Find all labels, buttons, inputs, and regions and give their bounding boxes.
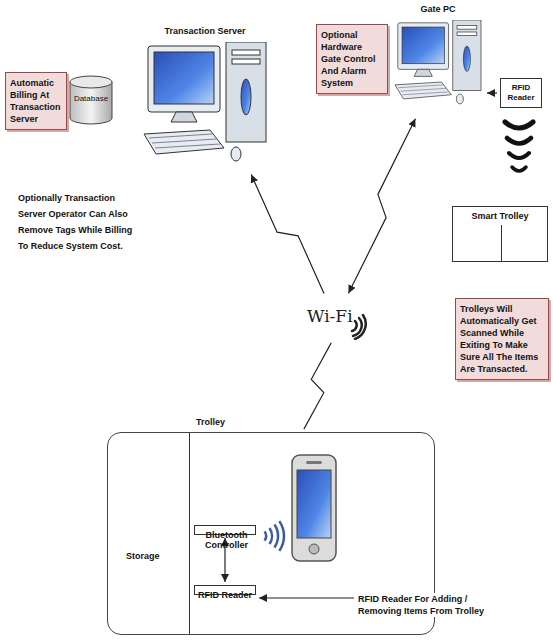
bluetooth-waves <box>265 521 284 551</box>
note-text: RFID Reader For Adding / Removing Items … <box>358 593 508 617</box>
illustration-part <box>144 130 224 154</box>
illustration-part <box>232 50 260 55</box>
illustration-part <box>279 521 284 551</box>
node-text: Bluetooth Controller <box>198 530 255 550</box>
wireless-link <box>304 343 331 429</box>
illustration-part <box>171 112 197 122</box>
node-text: Automatic Billing At Transaction Server <box>10 77 62 125</box>
server-computer: Transaction Server <box>140 26 270 172</box>
note-box: Optional Hardware Gate Control And Alarm… <box>316 24 388 94</box>
rfid-reader-box: RFID Reader <box>194 585 256 595</box>
illustration-part <box>352 321 357 331</box>
illustration-part <box>512 167 526 171</box>
database: Database <box>68 74 114 126</box>
illustration-part <box>292 455 336 561</box>
illustration-part <box>148 46 220 112</box>
node-text: RFID Reader <box>198 590 252 600</box>
illustration-part <box>149 134 220 148</box>
illustration-part <box>457 26 477 30</box>
illustration-part <box>453 20 481 90</box>
illustration-part <box>507 138 531 144</box>
illustration-part <box>231 147 241 161</box>
wifi-hub: Wi-Fi <box>306 296 372 340</box>
illustration-part <box>399 85 449 95</box>
illustration-part <box>226 42 266 142</box>
illustration-part <box>457 32 477 36</box>
rfid-waves <box>505 122 533 171</box>
node-text: Database <box>68 74 114 103</box>
illustration-part <box>306 461 322 464</box>
illustration-part <box>414 69 432 76</box>
node-text: Wi-Fi <box>306 296 372 326</box>
node-text: Trolleys Will Automatically Get Scanned … <box>460 303 544 375</box>
node-text: Transaction Server <box>140 26 270 36</box>
leader-arrow <box>259 598 354 599</box>
illustration-part <box>402 27 444 64</box>
illustration-part <box>309 544 319 554</box>
rfid-reader-box: RFID Reader <box>500 78 542 108</box>
node-text: Optional Hardware Gate Control And Alarm… <box>321 29 383 89</box>
illustration-part <box>355 315 366 339</box>
illustration-part <box>398 23 449 70</box>
gate-computer: Gate PC <box>392 4 484 116</box>
illustration-part <box>154 52 214 104</box>
divider-line <box>501 225 502 261</box>
node-text: Gate PC <box>392 4 484 14</box>
bluetooth-controller-box: Bluetooth Controller <box>194 525 256 535</box>
computer-illustration <box>140 42 270 164</box>
illustration-part <box>353 318 362 336</box>
note-box: Trolleys Will Automatically Get Scanned … <box>455 298 549 380</box>
node-text: Storage <box>126 551 160 561</box>
illustration-part <box>395 82 451 99</box>
illustration-part <box>509 153 529 158</box>
smartphone <box>292 455 336 561</box>
smart-trolley-box: Smart Trolley <box>452 206 548 262</box>
illustration-part <box>265 531 266 540</box>
computer-illustration <box>392 20 484 106</box>
illustration-part <box>505 122 533 128</box>
wireless-link <box>349 119 416 293</box>
note-box: Automatic Billing At Transaction Server <box>5 72 67 130</box>
illustration-part <box>297 470 331 538</box>
illustration-part <box>241 79 251 115</box>
wireless-link <box>251 175 324 294</box>
divider-line <box>189 433 190 634</box>
illustration-part <box>232 59 260 64</box>
cable-arrow <box>487 92 497 93</box>
illustration-part <box>456 94 463 104</box>
illustration-part <box>70 76 112 88</box>
illustration-part <box>274 525 278 548</box>
illustration-part <box>352 315 366 339</box>
node-text: RFID Reader <box>504 83 538 103</box>
illustration-part <box>270 528 273 544</box>
note-text: Optionally Transaction Server Operator C… <box>18 190 138 254</box>
node-text: Trolley <box>196 417 225 427</box>
illustration-part <box>463 46 470 71</box>
node-text: Smart Trolley <box>453 207 547 221</box>
